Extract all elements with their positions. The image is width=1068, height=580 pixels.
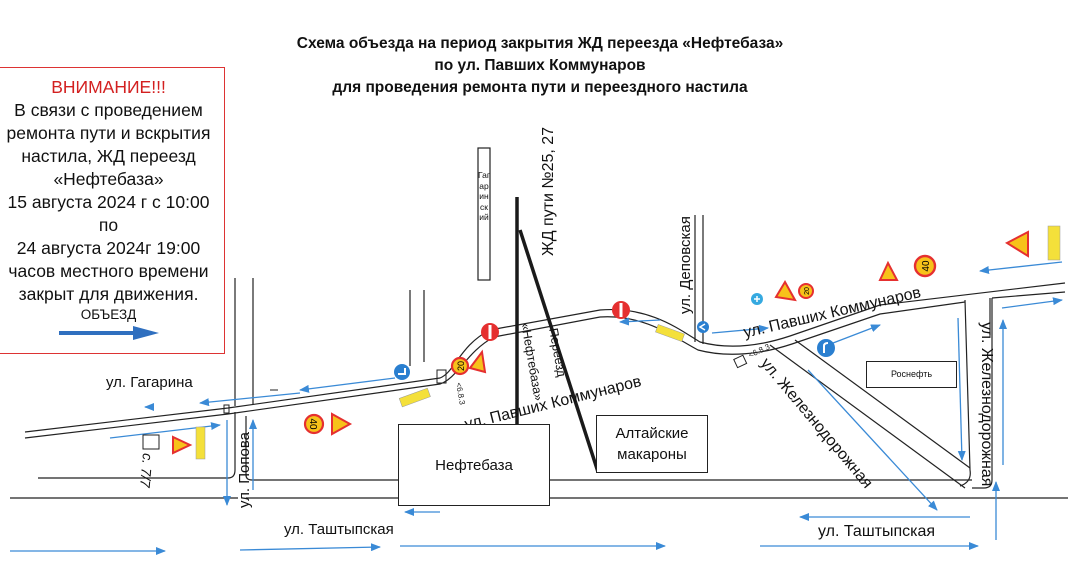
speed-limit-20-icon: 20 <box>450 356 470 376</box>
turn-right-sign-icon <box>817 339 835 357</box>
detour-plate-icon <box>655 324 685 342</box>
closure-notice: ВНИМАНИЕ!!! В связи с проведением ремонт… <box>0 67 225 354</box>
turn-sign-icon <box>697 321 709 333</box>
map-title: Схема объезда на период закрытия ЖД пере… <box>230 33 850 99</box>
building-altai-label-2: макароны <box>617 446 687 463</box>
svg-text:20: 20 <box>804 287 811 295</box>
building-rosneft: Роснефть <box>866 361 957 388</box>
notice-line: настила, ЖД переезд <box>21 146 196 166</box>
notice-line: ремонта пути и вскрытия <box>6 123 211 143</box>
title-line-1: Схема объезда на период закрытия ЖД пере… <box>296 35 784 52</box>
title-line-2: по ул. Павших Коммунаров <box>434 57 646 74</box>
building-altai-label-1: Алтайские <box>615 425 689 442</box>
svg-text:40: 40 <box>921 260 932 272</box>
title-line-3: для проведения ремонта пути и переездног… <box>332 79 748 96</box>
speed-limit-20-icon: 20 <box>798 283 814 299</box>
street-label-gagarina: ул. Гагарина <box>106 374 193 391</box>
building-neftebaza-label: Нефтебаза <box>435 456 513 474</box>
svg-text:20: 20 <box>456 361 466 371</box>
building-altai-makarony: Алтайские макароны <box>596 415 708 473</box>
detour-arrow-icon <box>58 326 159 340</box>
detour-plate-icon <box>1047 225 1061 261</box>
rail-tracks-label: ЖД пути №25, 27 <box>540 126 557 256</box>
sign-683-label: <6.8.3 <box>454 382 467 406</box>
street-label-gagarinsky: Гагаринский <box>478 170 490 222</box>
street-label-delovskaya: ул. Деповская <box>677 216 694 314</box>
handwritten-note: с. 7/7 <box>137 452 156 489</box>
street-label-zheleznodorozhnaya-vert: ул. Железнодорожная <box>978 322 995 487</box>
svg-text:40: 40 <box>307 418 318 430</box>
detour-plate-icon <box>195 426 206 460</box>
building-rosneft-label: Роснефть <box>890 369 933 379</box>
street-label-tashtypskaya-west: ул. Таштыпская <box>284 521 394 538</box>
keep-left-sign-icon <box>394 364 410 380</box>
notice-line: закрыт для движения. <box>18 284 199 304</box>
detour-label: ОБЪЕЗД <box>80 307 137 322</box>
speed-limit-40-icon: 40 <box>303 413 325 435</box>
speed-limit-40-icon: 40 <box>913 254 937 278</box>
street-label-popova: ул. Попова <box>236 432 253 508</box>
notice-line: часов местного времени <box>8 261 209 281</box>
notice-line: В связи с проведением <box>14 100 203 120</box>
notice-line: по <box>98 215 119 235</box>
crossing-sign-icon <box>142 354 748 450</box>
notice-line: 24 августа 2024г 19:00 <box>16 238 201 258</box>
notice-heading: ВНИМАНИЕ!!! <box>51 77 166 97</box>
notice-line: 15 августа 2024 г с 10:00 <box>7 192 210 212</box>
building-neftebaza: Нефтебаза <box>398 424 550 506</box>
rail-tracks <box>515 197 600 473</box>
direction-sign-icon <box>751 293 763 305</box>
road-works-sign-icon <box>172 230 1029 455</box>
no-entry-sign-icon <box>612 301 630 319</box>
no-entry-sign-icon <box>481 323 499 341</box>
street-label-tashtypskaya-east: ул. Таштыпская <box>818 523 936 540</box>
notice-line: «Нефтебаза» <box>53 169 164 189</box>
detour-plate-icon <box>398 387 431 408</box>
